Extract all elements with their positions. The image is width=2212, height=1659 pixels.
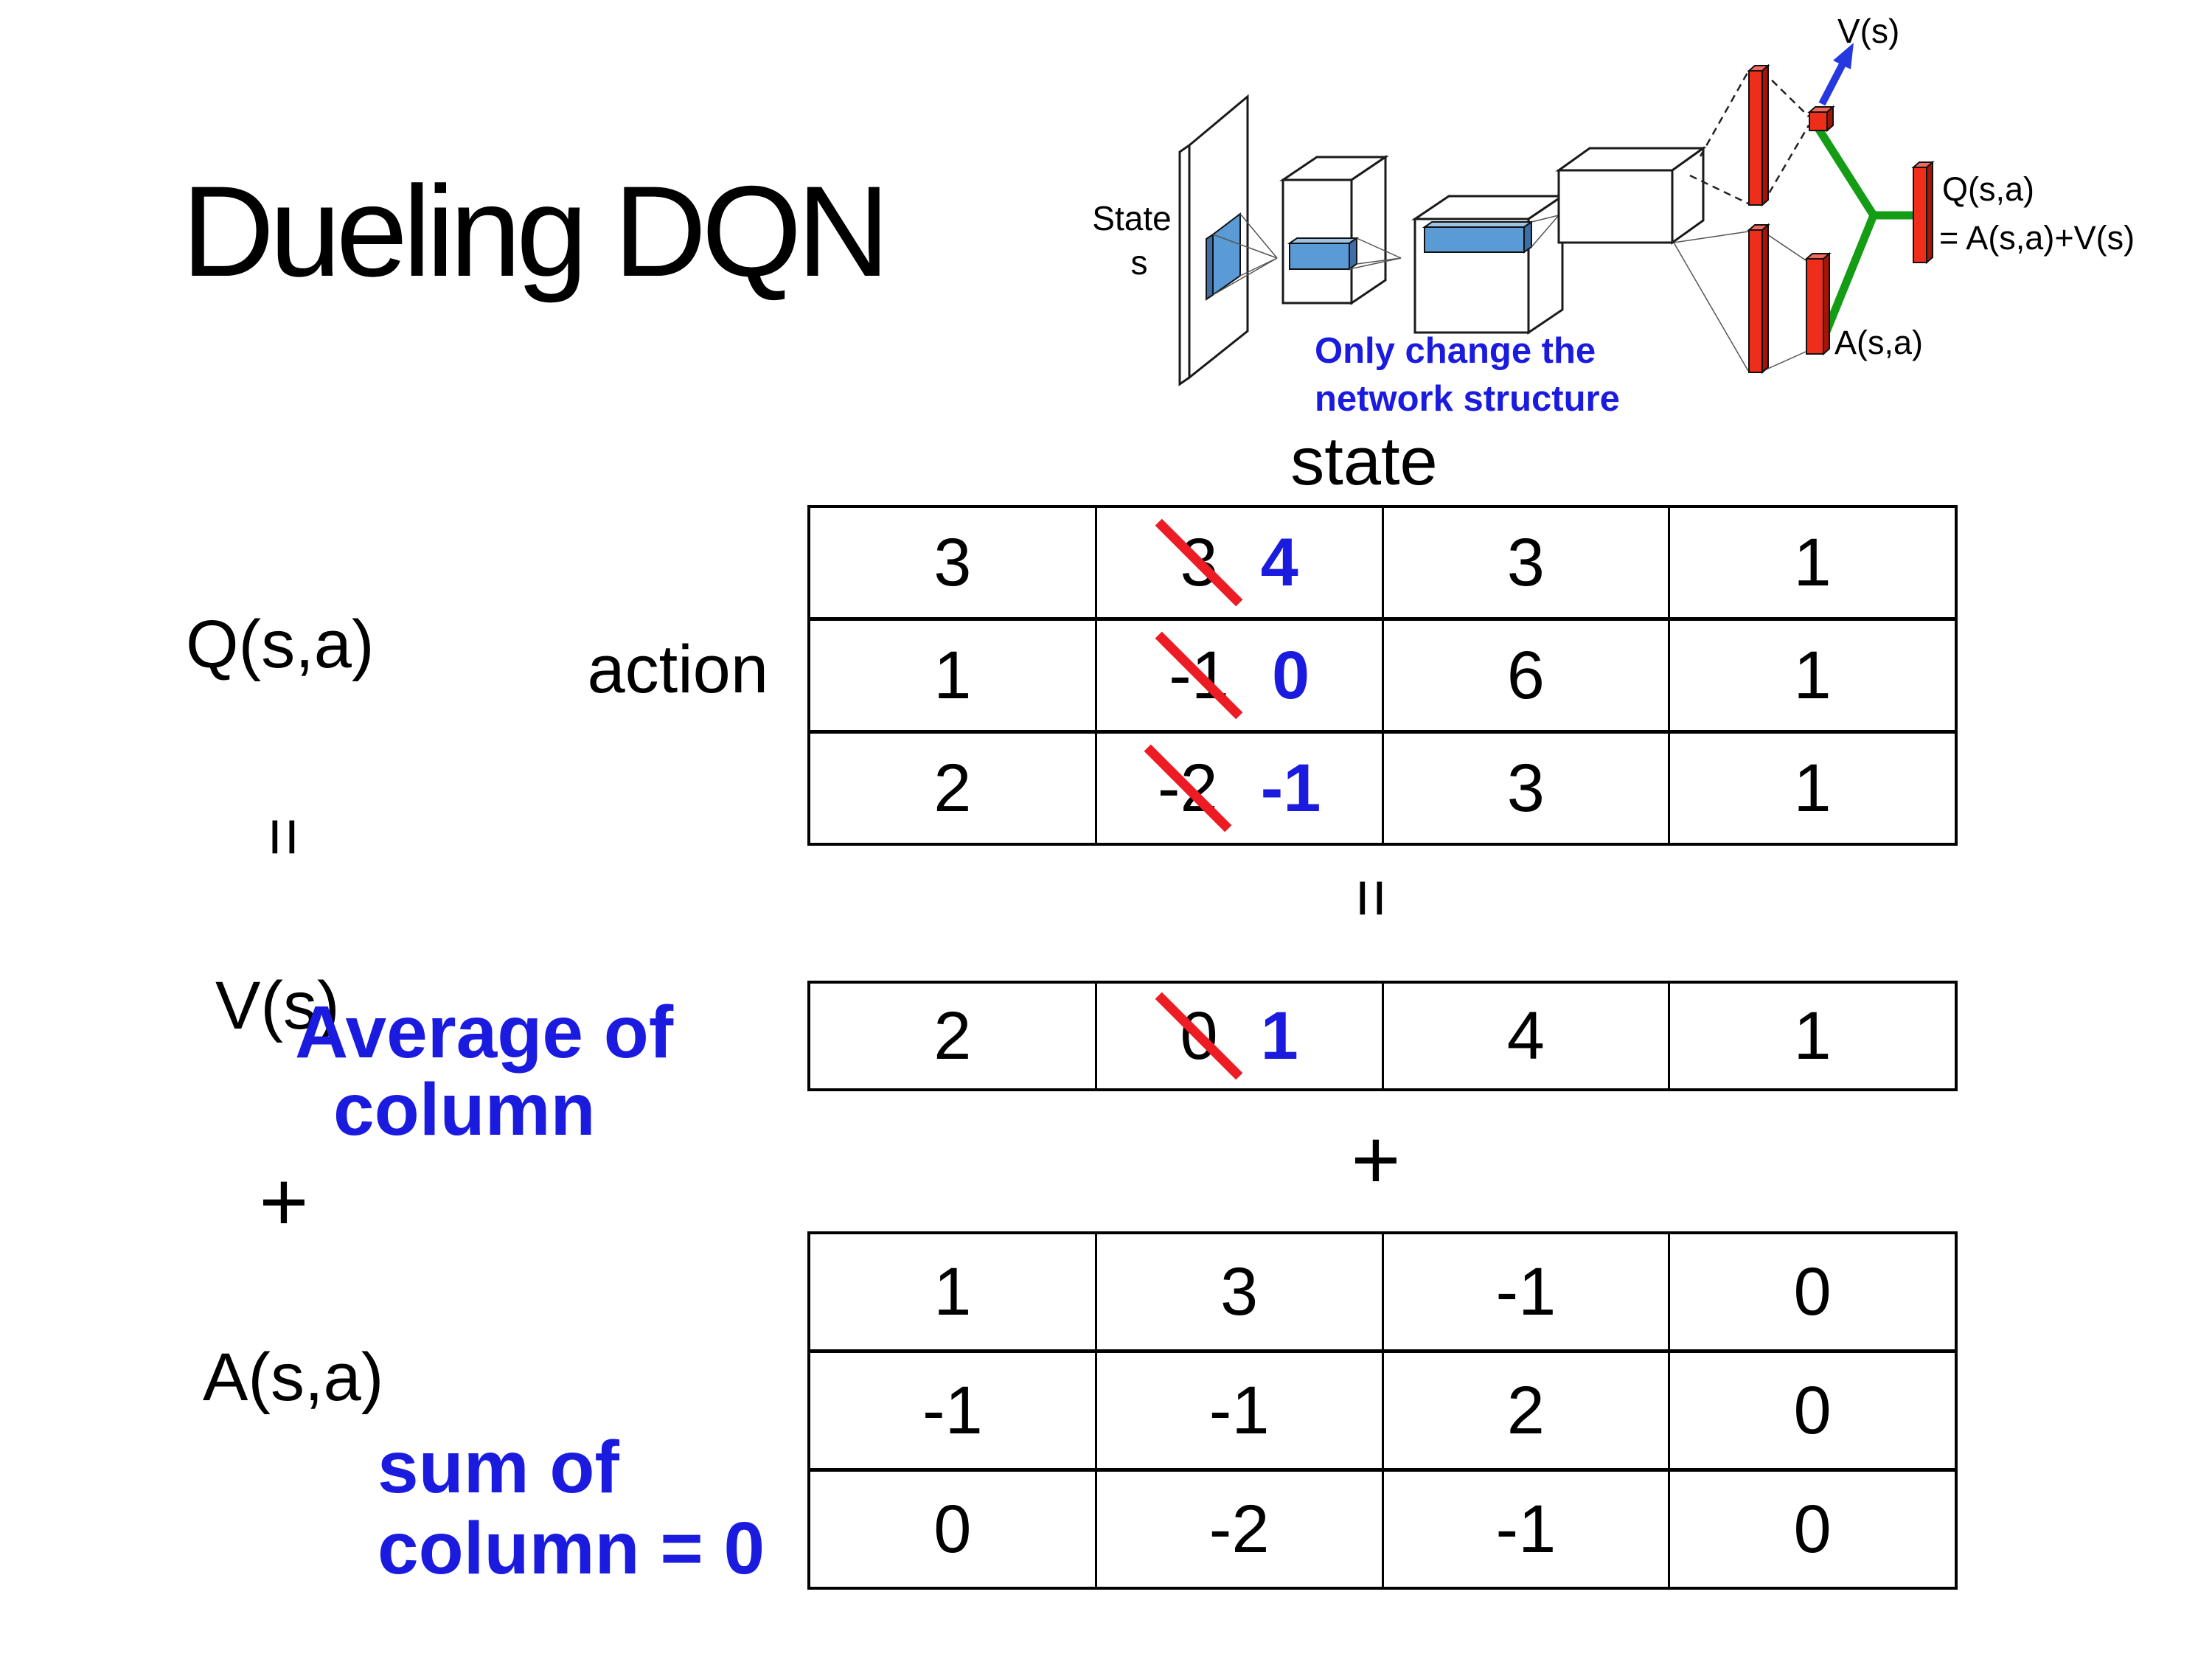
table-row: -1 -1 2 0 xyxy=(810,1349,1955,1468)
diagram-note-line1: Only change the xyxy=(1315,331,1596,371)
v-cell: 4 xyxy=(1381,984,1669,1088)
v-function-label: V(s) xyxy=(215,968,340,1043)
crossed-out-value: -1 xyxy=(1155,631,1243,720)
q-cell: 3 xyxy=(1381,508,1669,617)
diagram-q-label: Q(s,a) xyxy=(1942,170,2034,208)
q-cell-corrected: -2 -1 xyxy=(1094,734,1382,843)
table-row: 3 3 4 3 1 xyxy=(810,508,1955,617)
action-axis-label: action xyxy=(587,632,769,707)
table-row: 2 0 1 4 1 xyxy=(810,984,1955,1088)
corrected-value: 1 xyxy=(1260,998,1298,1074)
equals-sign-left: = xyxy=(246,817,321,857)
q-cell: 2 xyxy=(933,750,972,826)
conv-box-2 xyxy=(1411,194,1566,335)
a-cell: 0 xyxy=(933,1491,972,1567)
q-cell: 6 xyxy=(1381,621,1669,730)
conv-lines-3 xyxy=(1531,215,1559,248)
table-row: 1 -1 0 6 1 xyxy=(810,617,1955,730)
q-cell: 3 xyxy=(933,524,972,600)
slide-title: Dueling DQN xyxy=(181,160,890,304)
a-cell: 0 xyxy=(1668,1353,1955,1468)
q-cell: 3 xyxy=(1381,734,1669,843)
q-function-label: Q(s,a) xyxy=(186,607,375,682)
v-table: 2 0 1 4 1 xyxy=(807,981,1958,1091)
q-cell-corrected: 3 4 xyxy=(1094,508,1382,617)
q-output-bar xyxy=(1911,160,1935,265)
corrected-value: 4 xyxy=(1260,524,1298,600)
average-note-line1: Average of xyxy=(295,991,674,1074)
diagram-v-label: V(s) xyxy=(1837,12,1899,50)
value-node xyxy=(1807,105,1835,133)
table-row: 2 -2 -1 3 1 xyxy=(810,730,1955,843)
plus-sign-left: + xyxy=(259,1154,309,1249)
a-cell: -1 xyxy=(1094,1353,1382,1468)
sum-note-line1: sum of xyxy=(378,1426,619,1509)
feature-bar-2 xyxy=(1422,220,1534,254)
v-cell-corrected: 0 1 xyxy=(1094,984,1382,1088)
q-cell: 1 xyxy=(1668,508,1955,617)
dashed-links xyxy=(1689,71,1810,205)
a-cell: -1 xyxy=(922,1372,983,1448)
solid-links xyxy=(1673,231,1806,372)
feature-bar-1 xyxy=(1287,237,1360,271)
network-diagram: State s V(s) Q(s,a) = A(s,a)+V(s) A(s,a)… xyxy=(1092,12,2135,419)
state-axis-label: state xyxy=(1290,424,1438,499)
a-cell: 0 xyxy=(1668,1234,1955,1349)
equals-sign-middle: = xyxy=(1334,878,1409,918)
conv-box-3 xyxy=(1555,146,1707,245)
diagram-q-formula: = A(s,a)+V(s) xyxy=(1939,219,2135,257)
plus-sign-middle: + xyxy=(1351,1112,1401,1207)
crossed-out-value: -2 xyxy=(1144,744,1232,832)
sum-note-line2: column = 0 xyxy=(378,1507,765,1590)
a-cell: 1 xyxy=(933,1253,972,1329)
q-cell-corrected: -1 0 xyxy=(1094,621,1382,730)
merge-connector xyxy=(1815,126,1915,343)
a-cell: 3 xyxy=(1094,1234,1382,1349)
v-cell: 1 xyxy=(1668,984,1955,1088)
diagram-a-label: A(s,a) xyxy=(1834,324,1923,361)
corrected-value: 0 xyxy=(1271,637,1310,713)
q-cell: 1 xyxy=(1668,734,1955,843)
advantage-output-bar xyxy=(1804,251,1832,356)
crossed-out-value: 3 xyxy=(1155,518,1243,607)
average-note-line2: column xyxy=(333,1068,596,1151)
q-cell: 1 xyxy=(1668,621,1955,730)
a-cell: -1 xyxy=(1381,1234,1669,1349)
a-cell: -1 xyxy=(1381,1472,1669,1587)
diagram-state-label: State xyxy=(1092,199,1171,237)
corrected-value: -1 xyxy=(1260,750,1321,826)
q-cell: 1 xyxy=(933,637,972,713)
q-table: 3 3 4 3 1 1 -1 0 6 1 2 -2 -1 3 1 xyxy=(807,505,1958,846)
a-cell: 2 xyxy=(1381,1353,1669,1468)
crossed-out-value: 0 xyxy=(1155,992,1243,1080)
a-cell: -2 xyxy=(1094,1472,1382,1587)
v-cell: 2 xyxy=(933,998,972,1074)
conv-lines-1 xyxy=(1212,213,1278,296)
table-row: 0 -2 -1 0 xyxy=(810,1468,1955,1587)
a-function-label: A(s,a) xyxy=(203,1340,384,1415)
diagram-state-s-label: s xyxy=(1131,243,1148,282)
a-cell: 0 xyxy=(1668,1472,1955,1587)
conv-lines-2 xyxy=(1349,237,1402,270)
diagram-note-line2: network structure xyxy=(1315,379,1620,419)
table-row: 1 3 -1 0 xyxy=(810,1234,1955,1349)
advantage-stream-bar xyxy=(1747,223,1770,375)
conv-box-1 xyxy=(1279,155,1389,305)
value-arrow-icon xyxy=(1818,43,1854,106)
value-stream-bar xyxy=(1747,63,1770,207)
a-table: 1 3 -1 0 -1 -1 2 0 0 -2 -1 0 xyxy=(807,1231,1958,1590)
